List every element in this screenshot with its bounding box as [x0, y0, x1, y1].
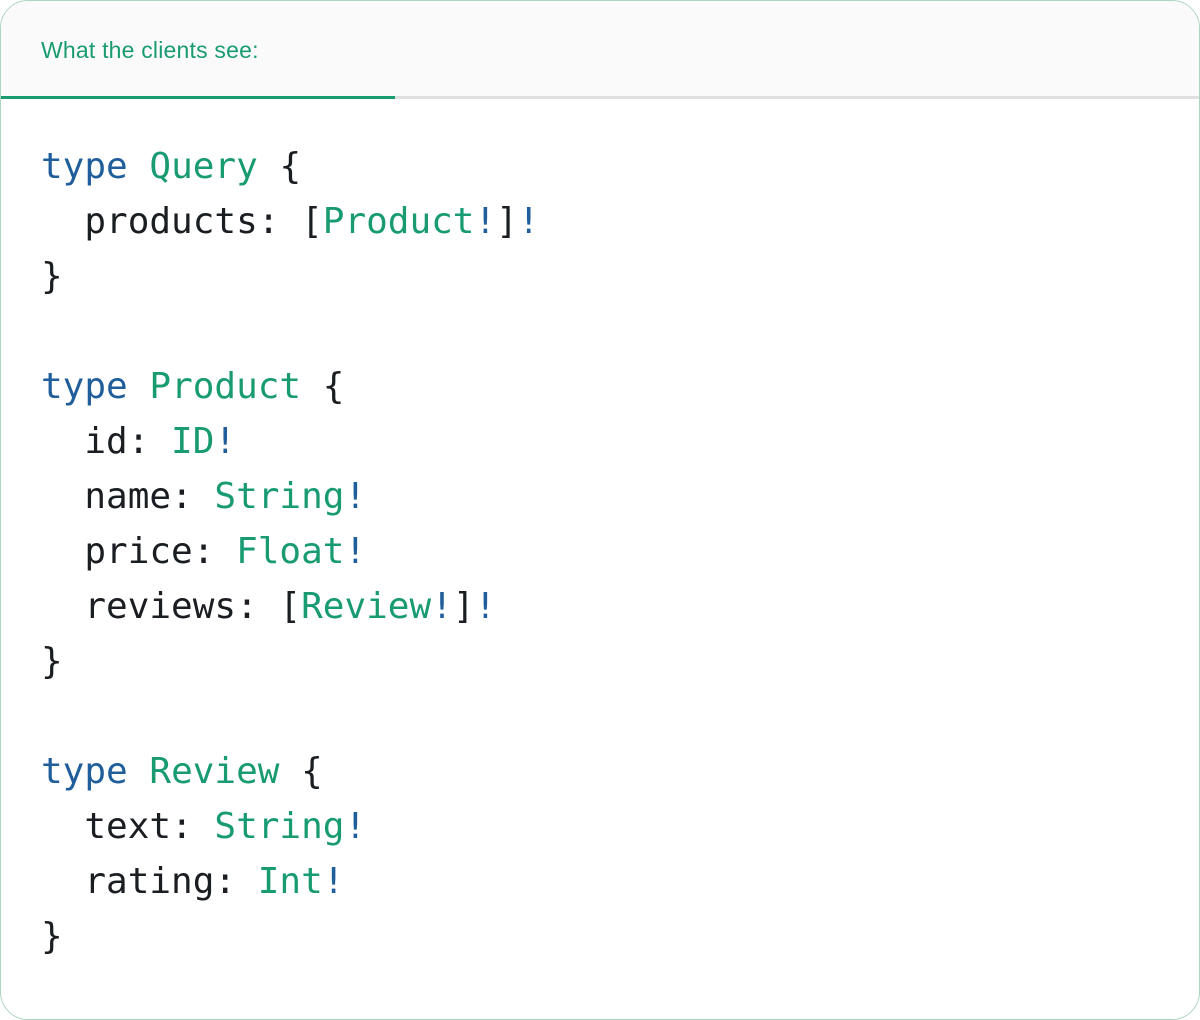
code-line: price: Float!: [41, 524, 1159, 579]
code-token: !: [431, 586, 453, 627]
code-token: String: [214, 476, 345, 517]
code-token: !: [474, 201, 497, 242]
code-token: Product: [322, 201, 475, 242]
tab-what-clients-see[interactable]: What the clients see:: [41, 37, 259, 64]
code-token: reviews: [: [41, 586, 302, 627]
code-token: !: [214, 421, 237, 462]
code-line: type Product {: [41, 359, 1159, 414]
code-line: name: String!: [41, 469, 1159, 524]
code-token: }: [41, 641, 63, 682]
code-token: }: [41, 916, 63, 957]
code-line: }: [41, 249, 1159, 304]
code-line: reviews: [Review!]!: [41, 579, 1159, 634]
code-token: type: [41, 366, 128, 407]
code-token: !: [322, 861, 345, 902]
code-line: [41, 689, 1159, 744]
code-token: rating:: [41, 861, 258, 902]
code-token: {: [301, 366, 345, 407]
code-token: ]: [496, 201, 518, 242]
code-token: price:: [41, 531, 237, 572]
code-token: !: [517, 201, 540, 242]
code-token: Review: [301, 586, 432, 627]
code-line: type Query {: [41, 139, 1159, 194]
code-line: }: [41, 634, 1159, 689]
code-token: products: [: [41, 201, 323, 242]
code-token: Int: [257, 861, 323, 902]
code-token: [128, 366, 150, 407]
code-line: id: ID!: [41, 414, 1159, 469]
code-token: [128, 751, 150, 792]
code-line: }: [41, 909, 1159, 964]
code-block: type Query { products: [Product!]!} type…: [1, 99, 1199, 964]
code-token: !: [474, 586, 497, 627]
code-token: text:: [41, 806, 215, 847]
code-token: !: [344, 476, 367, 517]
card-header: What the clients see:: [1, 1, 1199, 99]
code-token: !: [344, 806, 367, 847]
code-line: rating: Int!: [41, 854, 1159, 909]
code-token: Product: [149, 366, 302, 407]
code-token: Review: [149, 751, 280, 792]
code-token: ID: [171, 421, 215, 462]
code-token: Query: [149, 146, 258, 187]
code-line: [41, 304, 1159, 359]
code-token: !: [344, 531, 367, 572]
code-token: {: [257, 146, 302, 187]
code-token: type: [41, 751, 128, 792]
code-line: text: String!: [41, 799, 1159, 854]
code-token: {: [279, 751, 323, 792]
code-token: type: [41, 146, 128, 187]
code-token: }: [41, 256, 63, 297]
code-token: Float: [236, 531, 345, 572]
tab-label: What the clients see:: [41, 36, 259, 63]
code-token: ]: [452, 586, 475, 627]
code-token: id:: [41, 421, 172, 462]
tab-active-indicator: [1, 96, 395, 99]
code-token: [128, 146, 150, 187]
code-token: name:: [41, 476, 215, 517]
tab-divider: [1, 96, 1199, 99]
code-line: products: [Product!]!: [41, 194, 1159, 249]
code-token: String: [214, 806, 345, 847]
code-line: type Review {: [41, 744, 1159, 799]
